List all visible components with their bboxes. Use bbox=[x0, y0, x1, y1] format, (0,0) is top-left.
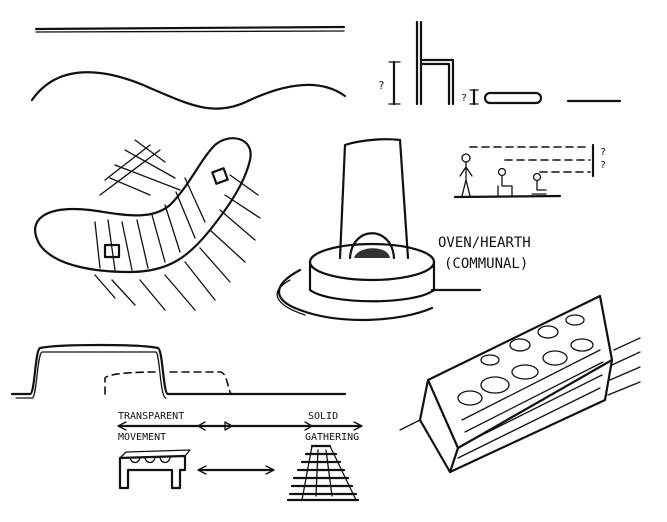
boomerang-plan-sketch bbox=[35, 138, 260, 310]
transparent-label: TRANSPARENT bbox=[118, 411, 184, 422]
oven-label: OVEN/HEARTH bbox=[438, 235, 531, 251]
oven-hearth-sketch: OVEN/HEARTH (COMMUNAL) bbox=[277, 139, 531, 320]
porous-block-sketch bbox=[120, 450, 274, 488]
question-mark: ? bbox=[600, 160, 606, 171]
movement-label: MOVEMENT bbox=[118, 432, 166, 443]
solid-label: SOLID bbox=[308, 411, 338, 422]
stacked-solid-sketch bbox=[288, 446, 358, 500]
question-mark: ? bbox=[600, 147, 606, 158]
communal-table-sketch bbox=[400, 296, 640, 472]
straight-line-sketch bbox=[36, 27, 344, 32]
figures-heights-sketch: ? ? bbox=[455, 145, 606, 197]
gathering-label: GATHERING bbox=[305, 432, 359, 443]
wavy-line-sketch bbox=[32, 72, 345, 108]
chair-height-sketch: ? ? bbox=[378, 22, 620, 104]
question-mark: ? bbox=[378, 79, 385, 92]
section-profile-sketch bbox=[12, 345, 345, 398]
spectrum-diagram: TRANSPARENT MOVEMENT SOLID GATHERING bbox=[118, 411, 362, 443]
communal-label: (COMMUNAL) bbox=[444, 256, 528, 272]
question-mark: ? bbox=[461, 93, 467, 104]
